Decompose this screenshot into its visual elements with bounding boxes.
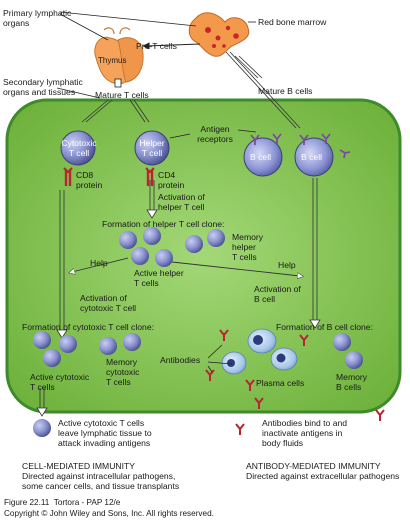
help-right-label: Help: [278, 260, 296, 270]
b-cell-icon: [243, 133, 283, 177]
arrow-icon: [146, 209, 158, 219]
leader-line: [207, 365, 213, 373]
b-cell-label: B cell: [301, 152, 323, 162]
mature-b-cells-label: Mature B cells: [258, 86, 313, 96]
leader-line: [237, 129, 257, 133]
plasma-cell-icon: [221, 328, 298, 375]
cd4-protein-label: CD4 protein: [158, 170, 185, 190]
antibody-mediated-title: ANTIBODY-MEDIATED IMMUNITY: [246, 461, 381, 471]
plasma-cells-label: Plasma cells: [256, 378, 305, 388]
figure-caption: Figure 22.11 Tortora - PAP 12/e: [4, 498, 121, 507]
activation-helper-label: Activation of helper T cell: [158, 192, 205, 212]
arrow-icon: [72, 257, 129, 272]
antibody-mediated-desc: Directed against extracellular pathogens: [246, 471, 400, 481]
mature-t-cells-label: Mature T cells: [95, 90, 149, 100]
b-cell-icon: [294, 133, 351, 177]
memory-b-cells: [333, 333, 363, 369]
red-bone-marrow-label: Red bone marrow: [258, 17, 327, 27]
arrow-icon: [142, 42, 201, 50]
helper-t-cell-label: Helper T cell: [139, 138, 165, 158]
thymus-outlet: [114, 78, 122, 88]
leader-line: [169, 133, 191, 139]
leaving-t-cell: [33, 388, 51, 437]
leader-line: [207, 344, 223, 359]
b-cell-label: B cell: [250, 152, 272, 162]
memory-cytotoxic-label: Memory cytotoxic T cells: [106, 357, 140, 387]
mature-t-arrows: [81, 51, 301, 129]
help-left-label: Help: [90, 258, 108, 268]
arrow-icon: [56, 329, 68, 339]
leader-line: [59, 11, 197, 27]
cd8-protein-label: CD8 protein: [76, 170, 103, 190]
formation-b-clone-label: Formation of B cell clone:: [276, 322, 373, 332]
antigen-receptors-label: Antigen receptors: [197, 124, 233, 144]
leader-line: [207, 361, 233, 365]
thymus-label: Thymus: [98, 56, 127, 65]
formation-helper-clone-label: Formation of helper T cell clone:: [102, 219, 225, 229]
active-cytotoxic-label: Active cytotoxic T cells: [30, 372, 90, 392]
lymphatic-tissue: [5, 98, 402, 414]
formation-cytotoxic-clone-label: Formation of cytotoxic T cell clone:: [22, 322, 154, 332]
copyright-caption: Copyright © John Wiley and Sons, Inc. Al…: [4, 509, 214, 518]
activation-cytotoxic-label: Activation of cytotoxic T cell: [80, 293, 137, 313]
leader-line: [59, 13, 109, 41]
antibodies-label: Antibodies: [160, 355, 201, 365]
secondary-lymphatic-label: Secondary lymphatic organs and tissues: [3, 77, 83, 97]
cytotoxic-clone-cells: [33, 331, 141, 367]
arrow-icon: [309, 319, 321, 329]
active-cytotoxic-leave-label: Active cytotoxic T cells leave lymphatic…: [58, 418, 152, 448]
helper-clone-cells: [119, 227, 225, 267]
antibodies-bind-label: Antibodies bind to and inactivate antige…: [262, 418, 348, 448]
activation-b-label: Activation of B cell: [254, 284, 301, 304]
t-cell-icon: [134, 130, 170, 186]
pre-t-cells-label: Pre-T cells: [136, 41, 177, 51]
active-helper-label: Active helper T cells: [134, 268, 184, 288]
antibody-icon: [205, 329, 385, 435]
process-arrows: [59, 178, 318, 330]
bone-marrow-icon: [188, 12, 250, 57]
memory-helper-label: Memory helper T cells: [232, 232, 264, 262]
t-cell-icon: [60, 130, 96, 186]
cell-mediated-desc: Directed against intracellular pathogens…: [22, 471, 180, 491]
memory-b-label: Memory B cells: [336, 372, 368, 392]
arrow-icon: [171, 261, 300, 276]
cytotoxic-t-cell-label: Cytotoxic T cell: [61, 138, 97, 158]
cell-mediated-title: CELL-MEDIATED IMMUNITY: [22, 461, 135, 471]
primary-lymphatic-label: Primary lymphatic organs: [3, 8, 72, 28]
leader-line: [56, 87, 101, 99]
